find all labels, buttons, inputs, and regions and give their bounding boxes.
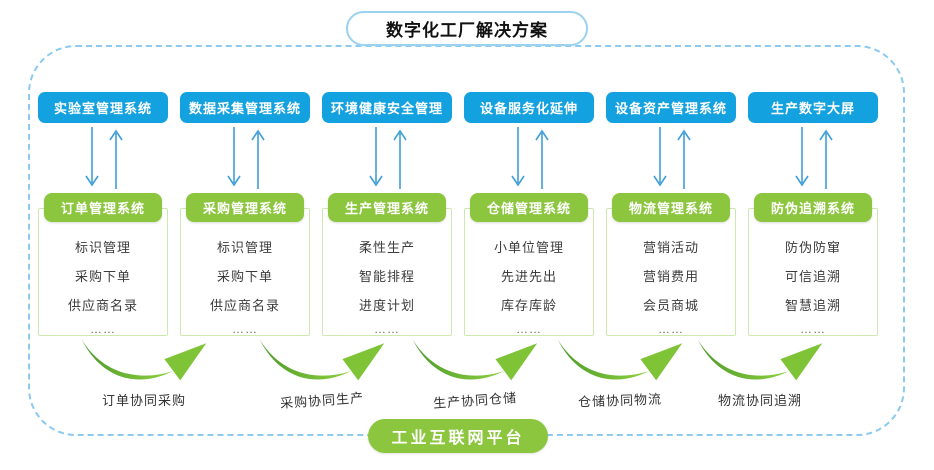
flow-arrow-icon bbox=[412, 339, 538, 381]
feature-item-ellipsis: …… bbox=[232, 322, 258, 336]
updown-arrows-icon bbox=[227, 127, 265, 189]
feature-item: 先进先出 bbox=[500, 269, 557, 284]
feature-item: 供应商名录 bbox=[67, 298, 138, 313]
feature-card: 柔性生产 智能排程 进度计划 …… bbox=[322, 208, 452, 336]
system-header: 仓储管理系统 bbox=[470, 193, 588, 222]
feature-item: 智慧追溯 bbox=[784, 298, 841, 313]
diagram-column: 实验室管理系统 订单管理系统 标识管理 采购下单 供应商名录 …… bbox=[38, 92, 168, 336]
feature-item: 智能排程 bbox=[358, 269, 415, 284]
diagram-column: 生产数字大屏 防伪追溯系统 防伪防窜 可信追溯 智慧追溯 …… bbox=[748, 92, 878, 336]
top-system-box: 实验室管理系统 bbox=[38, 92, 168, 123]
feature-item: 营销费用 bbox=[642, 269, 699, 284]
system-header: 采购管理系统 bbox=[186, 193, 304, 222]
flow-arrow: 仓储协同物流 bbox=[545, 334, 695, 409]
feature-item: 柔性生产 bbox=[358, 240, 415, 255]
feature-item: 会员商城 bbox=[642, 298, 699, 313]
flow-arrow-icon bbox=[557, 339, 683, 381]
flow-arrow: 生产协同仓储 bbox=[400, 334, 550, 411]
top-system-box: 生产数字大屏 bbox=[748, 92, 878, 123]
updown-arrows-icon bbox=[653, 127, 691, 189]
feature-item: 标识管理 bbox=[216, 240, 273, 255]
page-title-label: 数字化工厂解决方案 bbox=[386, 21, 548, 40]
updown-arrows-icon bbox=[85, 127, 123, 189]
page-title: 数字化工厂解决方案 bbox=[346, 11, 588, 46]
system-header: 物流管理系统 bbox=[612, 193, 730, 222]
feature-item: 采购下单 bbox=[74, 269, 131, 284]
flow-arrow: 订单协同采购 bbox=[69, 334, 219, 409]
updown-arrows-icon bbox=[369, 127, 407, 189]
feature-item-ellipsis: …… bbox=[800, 322, 826, 336]
system-header: 防伪追溯系统 bbox=[754, 193, 872, 222]
top-system-box: 设备资产管理系统 bbox=[606, 92, 736, 123]
diagram-column: 设备资产管理系统 物流管理系统 营销活动 营销费用 会员商城 …… bbox=[606, 92, 736, 336]
platform-badge: 工业互联网平台 bbox=[368, 419, 548, 453]
flow-arrow-icon bbox=[81, 339, 207, 381]
feature-item: 库存库龄 bbox=[500, 298, 557, 313]
flow-label: 仓储协同物流 bbox=[577, 391, 663, 410]
flow-arrow: 采购协同生产 bbox=[247, 334, 397, 411]
feature-card: 标识管理 采购下单 供应商名录 …… bbox=[180, 208, 310, 336]
feature-item: 标识管理 bbox=[74, 240, 131, 255]
updown-arrows-icon bbox=[511, 127, 549, 189]
diagram-column: 数据采集管理系统 采购管理系统 标识管理 采购下单 供应商名录 …… bbox=[180, 92, 310, 336]
feature-item: 营销活动 bbox=[642, 240, 699, 255]
diagram-column: 设备服务化延伸 仓储管理系统 小单位管理 先进先出 库存库龄 …… bbox=[464, 92, 594, 336]
flow-arrow-icon bbox=[259, 339, 385, 381]
flow-label: 生产协同仓储 bbox=[432, 390, 518, 411]
feature-card: 标识管理 采购下单 供应商名录 …… bbox=[38, 208, 168, 336]
feature-card: 小单位管理 先进先出 库存库龄 …… bbox=[464, 208, 594, 336]
top-system-box: 数据采集管理系统 bbox=[180, 92, 310, 123]
feature-item: 供应商名录 bbox=[209, 298, 280, 313]
flow-arrow: 物流协同追溯 bbox=[685, 334, 835, 409]
flow-arrow-icon bbox=[697, 339, 823, 381]
updown-arrows-icon bbox=[795, 127, 833, 189]
feature-item-ellipsis: …… bbox=[90, 322, 116, 336]
top-system-box: 环境健康安全管理 bbox=[322, 92, 452, 123]
flow-label: 采购协同生产 bbox=[279, 390, 365, 411]
system-header: 生产管理系统 bbox=[328, 193, 446, 222]
flow-label: 订单协同采购 bbox=[101, 393, 186, 408]
feature-card: 防伪防窜 可信追溯 智慧追溯 …… bbox=[748, 208, 878, 336]
platform-badge-label: 工业互联网平台 bbox=[391, 430, 525, 447]
feature-item: 小单位管理 bbox=[493, 240, 564, 255]
top-system-box: 设备服务化延伸 bbox=[464, 92, 594, 123]
feature-item-ellipsis: …… bbox=[374, 322, 400, 336]
feature-item: 采购下单 bbox=[216, 269, 273, 284]
diagram-column: 环境健康安全管理 生产管理系统 柔性生产 智能排程 进度计划 …… bbox=[322, 92, 452, 336]
feature-item-ellipsis: …… bbox=[516, 322, 542, 336]
system-header: 订单管理系统 bbox=[44, 193, 162, 222]
feature-item: 防伪防窜 bbox=[784, 240, 841, 255]
flow-label: 物流协同追溯 bbox=[717, 393, 802, 408]
feature-card: 营销活动 营销费用 会员商城 …… bbox=[606, 208, 736, 336]
feature-item: 进度计划 bbox=[358, 298, 415, 313]
feature-item: 可信追溯 bbox=[784, 269, 841, 284]
feature-item-ellipsis: …… bbox=[658, 322, 684, 336]
